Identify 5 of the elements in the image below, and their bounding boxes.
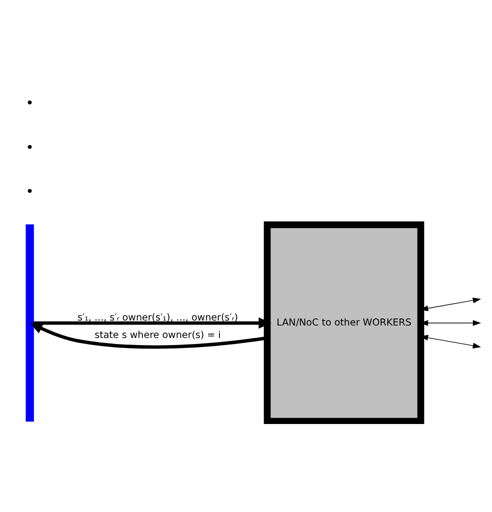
edge-label: s′₁, ..., s′ᵣ owner(s′₁), ..., owner(s′ᵣ) [77, 312, 238, 323]
edge-label: state s where owner(s) = i [94, 330, 221, 341]
label: • [26, 184, 34, 200]
label: • [26, 94, 34, 111]
label: • [26, 139, 34, 156]
